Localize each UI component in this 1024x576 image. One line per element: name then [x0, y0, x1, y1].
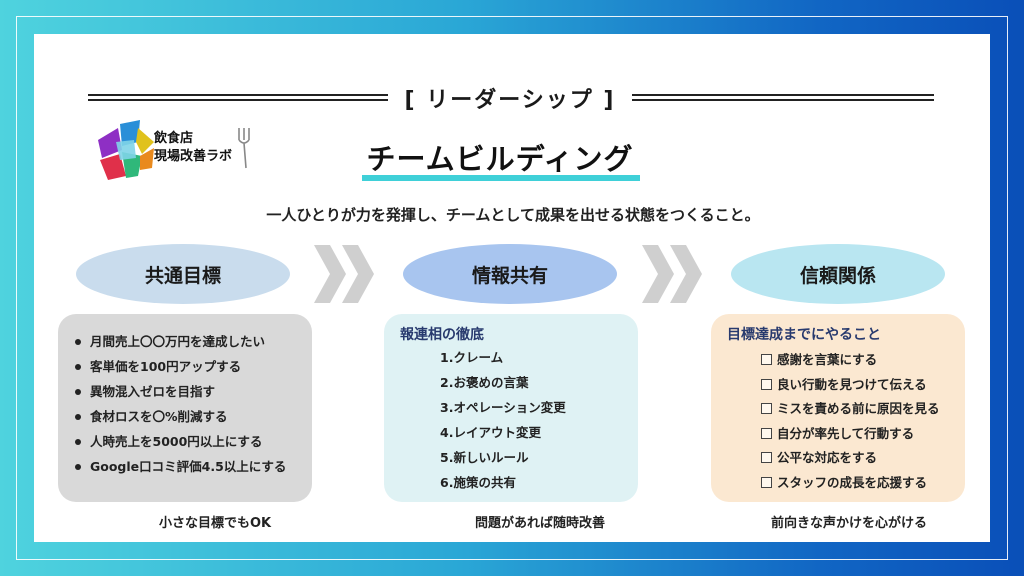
goal-examples-box: 月間売上〇〇万円を達成したい 客単価を100円アップする 異物混入ゼロを目指す … — [58, 314, 312, 502]
logo-text: 飲食店 現場改善ラボ — [154, 130, 232, 166]
list-item-text: 月間売上〇〇万円を達成したい — [90, 334, 266, 349]
page-title: チームビルディング — [366, 142, 634, 176]
logo-line-2: 現場改善ラボ — [154, 149, 233, 164]
box-heading: 目標達成までにやること — [727, 327, 881, 343]
chevron-right-double-icon — [642, 245, 702, 303]
list-item: Google口コミ評価4.5以上にする — [70, 457, 286, 482]
chevron-right-double-icon — [314, 245, 374, 303]
list-item: 良い行動を見つけて伝える — [761, 375, 940, 400]
list-item: 1.クレーム — [440, 350, 504, 365]
list-item-text: Google口コミ評価4.5以上にする — [90, 459, 287, 474]
bullet-dot-icon — [75, 439, 81, 445]
trust-checklist: 感謝を言葉にする 良い行動を見つけて伝える ミスを責める前に原因を見る 自分が率… — [761, 350, 940, 498]
list-item: 異物混入ゼロを目指す — [70, 382, 286, 407]
checkbox-icon — [761, 452, 772, 464]
list-item-text: 公平な対応をする — [777, 450, 878, 466]
info-sharing-box: 報連相の徹底 1.クレーム 2.お褒めの言葉 3.オペレーション変更 4.レイア… — [384, 314, 638, 502]
list-item: 月間売上〇〇万円を達成したい — [70, 332, 286, 357]
list-item: 人時売上を5000円以上にする — [70, 432, 286, 457]
fork-icon — [238, 128, 250, 169]
checkbox-icon — [761, 427, 772, 439]
bullet-dot-icon — [75, 464, 81, 470]
list-item: スタッフの成長を応援する — [761, 473, 940, 498]
list-item: 6.施策の共有 — [440, 475, 516, 490]
list-item: ミスを責める前に原因を見る — [761, 399, 940, 424]
step-oval-info-sharing: 情報共有 — [403, 244, 617, 304]
list-item: 3.オペレーション変更 — [440, 400, 566, 415]
header-category: [ リーダーシップ ] — [404, 88, 616, 113]
box-heading: 報連相の徹底 — [400, 327, 484, 343]
trust-actions-box: 目標達成までにやること 感謝を言葉にする 良い行動を見つけて伝える ミスを責める… — [711, 314, 965, 502]
list-item: 公平な対応をする — [761, 448, 940, 473]
step-oval-trust: 信頼関係 — [731, 244, 945, 304]
slide-card: [ リーダーシップ ] 飲食店 現場改善ラボ チームビルディング 一人ひとりが力… — [34, 34, 990, 542]
list-item: 2.お褒めの言葉 — [440, 375, 529, 390]
list-item-text: 異物混入ゼロを目指す — [90, 384, 216, 399]
list-item: 自分が率先して行動する — [761, 424, 940, 449]
list-item-text: 感謝を言葉にする — [777, 352, 878, 367]
bullet-dot-icon — [75, 414, 81, 420]
logo-line-1: 飲食店 — [154, 131, 194, 146]
checkbox-icon — [761, 354, 772, 365]
list-item: 4.レイアウト変更 — [440, 425, 541, 440]
list-item: 食材ロスを〇%削減する — [70, 407, 286, 432]
caption-trust: 前向きな声かけを心がける — [771, 516, 928, 531]
goal-list: 月間売上〇〇万円を達成したい 客単価を100円アップする 異物混入ゼロを目指す … — [70, 332, 286, 482]
step-oval-common-goal: 共通目標 — [76, 244, 290, 304]
logo-mark-icon — [98, 120, 154, 180]
page-subtitle: 一人ひとりが力を発揮し、チームとして成果を出せる状態をつくること。 — [266, 206, 760, 224]
list-item-text: スタッフの成長を応援する — [777, 474, 928, 490]
list-item-text: 良い行動を見つけて伝える — [777, 376, 927, 392]
checkbox-icon — [761, 378, 772, 390]
list-item-text: ミスを責める前に原因を見る — [777, 401, 940, 417]
caption-info-sharing: 問題があれば随時改善 — [475, 516, 606, 531]
bullet-dot-icon — [75, 364, 81, 370]
sharing-list: 1.クレーム 2.お褒めの言葉 3.オペレーション変更 4.レイアウト変更 5.… — [440, 348, 566, 498]
list-item: 客単価を100円アップする — [70, 357, 286, 382]
title-underline — [362, 175, 640, 181]
list-item-text: 食材ロスを〇%削減する — [90, 409, 228, 424]
list-item: 5.新しいルール — [440, 450, 529, 465]
bullet-dot-icon — [75, 339, 81, 345]
list-item: 感謝を言葉にする — [761, 350, 940, 375]
header-rule-right — [632, 94, 934, 101]
bullet-dot-icon — [75, 389, 81, 395]
logo: 飲食店 現場改善ラボ — [92, 118, 262, 188]
header-rule-left — [88, 94, 388, 101]
list-item-text: 人時売上を5000円以上にする — [90, 434, 263, 449]
checkbox-icon — [761, 403, 772, 415]
checkbox-icon — [761, 476, 772, 488]
list-item-text: 客単価を100円アップする — [90, 359, 242, 374]
caption-common-goal: 小さな目標でもOK — [159, 516, 272, 531]
list-item-text: 自分が率先して行動する — [777, 425, 915, 441]
